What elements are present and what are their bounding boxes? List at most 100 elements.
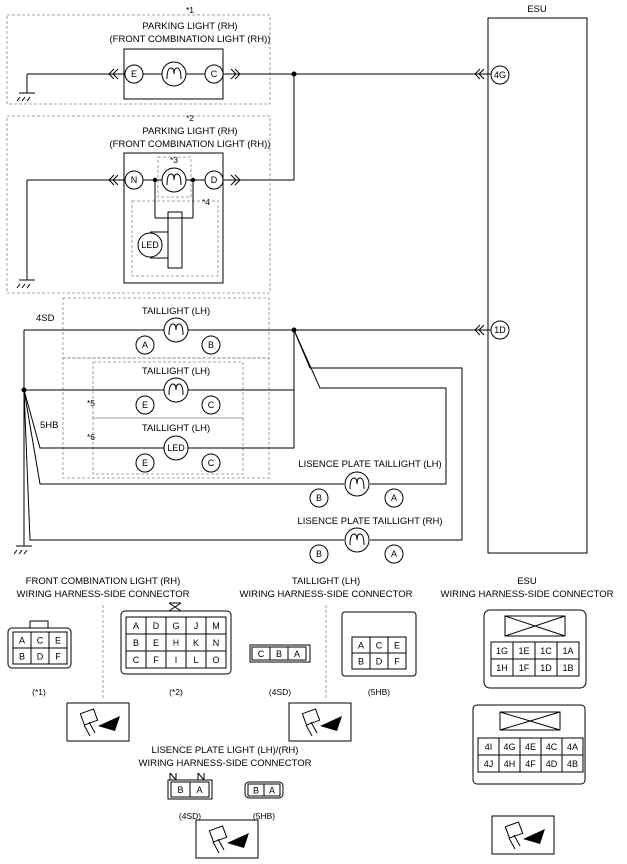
- ground-icon: [16, 330, 32, 547]
- pin-a-label: A: [391, 549, 397, 559]
- ground-icon: [19, 180, 35, 281]
- caption-2: (*2): [169, 687, 183, 697]
- bulb-icon: [344, 471, 370, 497]
- ground-icon: [19, 74, 35, 94]
- bulb-filament-icon: [166, 173, 182, 186]
- connector-pin-cell: [287, 646, 307, 661]
- connector-pin-label: 4H: [504, 759, 516, 769]
- connector-pin-label: B: [253, 786, 259, 796]
- connector-pin-label: B: [19, 652, 25, 662]
- taillight-lh-label-2: TAILLIGHT (LH): [142, 366, 210, 377]
- pin-d-label: D: [211, 175, 218, 185]
- connector-mark: [108, 174, 119, 186]
- esu-pin-1d-label: 1D: [494, 325, 506, 335]
- parking-light-1-label-line1: PARKING LIGHT (RH): [142, 21, 237, 32]
- pin-e-circle: [135, 395, 155, 415]
- taillight-lh-label-1: TAILLIGHT (LH): [142, 306, 210, 317]
- connector-pin-label: 4I: [485, 742, 493, 752]
- plate-lh-label: LISENCE PLATE TAILLIGHT (LH): [298, 459, 441, 470]
- connector-pin-label: M: [212, 621, 220, 631]
- connector-pin-label: B: [358, 657, 364, 667]
- wire-tail-5hb-bulb: [24, 330, 295, 391]
- front-connector-title-1: FRONT COMBINATION LIGHT (RH): [26, 576, 181, 587]
- connector-c7-latch: [169, 772, 205, 781]
- pin-e-label: E: [142, 400, 148, 410]
- bulb-icon: [344, 527, 370, 553]
- connector-pin-label: I: [175, 655, 178, 665]
- esu-module-box: [487, 17, 588, 554]
- connector-pin-label: H: [173, 638, 179, 648]
- connector-pin-label: 4B: [567, 759, 578, 769]
- connector-c2-latch: [168, 602, 182, 612]
- pin-a-circle: [384, 488, 404, 508]
- bulb-variant-frame: [157, 156, 192, 198]
- connector-pin-label: C: [376, 641, 383, 651]
- esu-pin-4g-label: 4G: [494, 70, 506, 80]
- parking-light-2-label-line1: PARKING LIGHT (RH): [142, 126, 237, 137]
- connector-pin-label: 1B: [562, 663, 573, 673]
- pin-a-label: A: [391, 493, 397, 503]
- connector-pin-cell: [165, 633, 187, 652]
- note-4: *4: [202, 197, 210, 207]
- wire-tail-5hb-led: [23, 330, 295, 449]
- connector-pin-label: 4F: [525, 759, 536, 769]
- connector-pin-label: F: [394, 657, 400, 667]
- pin-e-label: E: [131, 69, 137, 79]
- esu-connector-title-2: WIRING HARNESS-SIDE CONNECTOR: [441, 589, 614, 600]
- connector-c2-housing: [120, 610, 232, 675]
- pin-c-circle: [201, 395, 221, 415]
- connector-pin-label: K: [193, 638, 199, 648]
- pin-b-circle: [309, 488, 329, 508]
- connector-pin-label: 1A: [562, 646, 573, 656]
- plate-connector-title-2: WIRING HARNESS-SIDE CONNECTOR: [139, 758, 312, 769]
- pin-n-label: N: [131, 175, 138, 185]
- connector-pin-cell: [189, 781, 210, 798]
- connector-c3-housing: [249, 644, 311, 663]
- connector-mark: [230, 174, 241, 186]
- note-6: *6: [87, 432, 95, 442]
- caption-4sd: (4SD): [269, 687, 291, 697]
- parking-light-2-box: [123, 152, 224, 284]
- bulb-filament-icon: [349, 477, 365, 490]
- pin-b-circle: [201, 335, 221, 355]
- pin-b-label: B: [316, 493, 322, 503]
- connector-pin-label: B: [133, 638, 139, 648]
- connector-pin-label: L: [193, 655, 198, 665]
- connector-c6-key-mark: [499, 711, 561, 731]
- pin-c-label: C: [208, 458, 215, 468]
- connector-pin-label: C: [37, 636, 44, 646]
- connector-pin-label: E: [153, 638, 159, 648]
- connector-pin-label: 4A: [567, 742, 578, 752]
- variant-5hb-label: 5HB: [40, 420, 58, 431]
- connector-pin-cell: [205, 650, 227, 669]
- connector-pin-label: 4D: [546, 759, 558, 769]
- note-2: *2: [186, 113, 194, 123]
- pin-a-circle: [135, 335, 155, 355]
- connector-c5-key: [504, 615, 566, 637]
- plate-rh-label: LISENCE PLATE TAILLIGHT (RH): [297, 516, 442, 527]
- caption-plate-4sd: (4SD): [179, 811, 201, 821]
- note-1: *1: [186, 5, 194, 15]
- connector-pin-label: 1G: [496, 646, 508, 656]
- taillight-lh-label-3: TAILLIGHT (LH): [142, 423, 210, 434]
- connector-pin-label: C: [133, 655, 140, 665]
- connector-c7-housing: [167, 779, 213, 800]
- pin-a-label: A: [142, 340, 148, 350]
- connector-pin-label: 1D: [540, 663, 552, 673]
- connector-view-icon: [491, 815, 555, 855]
- esu-title: ESU: [527, 4, 547, 15]
- parking-light-2-label-line2: (FRONT COMBINATION LIGHT (RH)): [110, 139, 271, 150]
- connector-mark: [108, 68, 119, 80]
- pin-b-label: B: [316, 549, 322, 559]
- pin-c-circle: [201, 453, 221, 473]
- connector-pin-label: A: [358, 641, 364, 651]
- parking-light-1-label-line2: (FRONT COMBINATION LIGHT (RH)): [110, 34, 271, 45]
- connector-pin-label: A: [133, 621, 139, 631]
- connector-pin-label: 4J: [484, 759, 494, 769]
